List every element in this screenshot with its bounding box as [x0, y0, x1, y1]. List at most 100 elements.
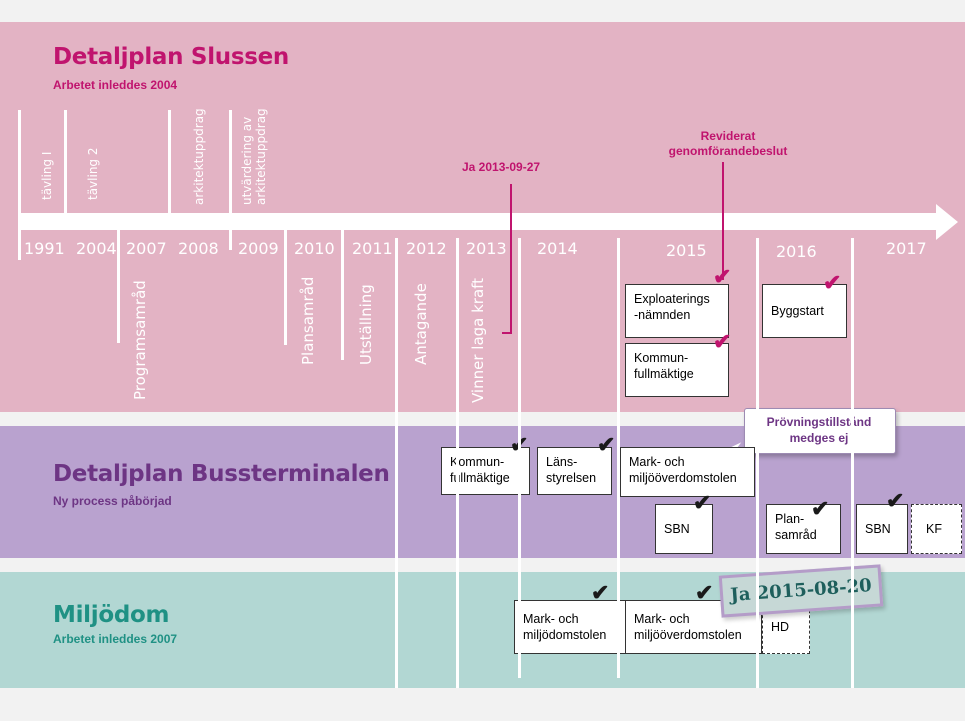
slussen-title: Detaljplan Slussen [53, 44, 289, 70]
stamp-ja-2015: Ja 2015-08-20 [718, 564, 884, 618]
slussen-panel: Detaljplan Slussen Arbetet inleddes 2004… [0, 22, 965, 412]
check-icon: ✔ [597, 432, 616, 457]
label-vinner-laga-kraft: Vinner laga kraft [469, 277, 487, 403]
year-1991: 1991 [24, 239, 65, 258]
box-plansamrad-buss: Plan- samråd [766, 504, 841, 554]
annotation-reviderat-line1: Reviderat [700, 129, 756, 143]
box-plan-line1: Plan- [775, 512, 805, 526]
label-utvardering-text: utvärdering av arkitektuppdrag [240, 108, 268, 205]
annotation-line-2013-h [502, 332, 512, 334]
upper-tick-2008 [168, 110, 171, 220]
callout-line1: Prövningstillstånd [766, 415, 872, 429]
box-hd-text: HD [771, 620, 790, 634]
check-icon: ✔ [823, 270, 842, 295]
timeline-arrowhead [936, 204, 958, 240]
year-2017: 2017 [886, 239, 927, 258]
lower-tick-2007 [117, 230, 120, 343]
bussterminalen-panel: Detaljplan Bussterminalen Ny process påb… [0, 408, 965, 558]
box-sbn-1: SBN [655, 504, 713, 554]
box-mark2-line1: Mark- och [634, 612, 690, 626]
label-antagande: Antagande [412, 283, 430, 365]
box-lans-line2: styrelsen [546, 471, 597, 485]
separator-2 [0, 558, 965, 572]
bussterminalen-subtitle: Ny process påbörjad [53, 494, 172, 508]
lower-tick-2011 [341, 230, 344, 360]
miljodom-title: Miljödom [53, 602, 170, 628]
label-utvardering: utvärdering av arkitektuppdrag [240, 95, 268, 205]
upper-tick-2009 [229, 110, 232, 220]
label-tavling-2: tävling 2 [86, 147, 100, 201]
year-2008: 2008 [178, 239, 219, 258]
box-sbn-2: SBN [856, 504, 908, 554]
stamp-text: Ja 2015-08-20 [729, 575, 873, 606]
miljodom-panel: Miljödom Arbetet inleddes 2007 Mark- och… [0, 564, 965, 688]
annotation-reviderat: Reviderat genomförandebeslut [648, 129, 808, 159]
box-byggstart: Byggstart [762, 284, 847, 338]
box-exploatering-line2: -nämnden [634, 308, 691, 322]
year-2014: 2014 [537, 239, 578, 258]
box-kf-text: KF [926, 522, 942, 536]
column-line-2014 [518, 238, 521, 678]
box-plan-line2: samråd [775, 528, 817, 542]
callout-provningstillstand [744, 408, 896, 454]
year-2012: 2012 [406, 239, 447, 258]
callout-text: Prövningstillstånd medges ej [744, 414, 894, 446]
upper-tick-2004 [64, 110, 67, 220]
box-kommun-buss-line1: Kommun- [450, 455, 505, 469]
miljodom-subtitle: Arbetet inleddes 2007 [53, 632, 178, 646]
annotation-line-2013-v [510, 184, 512, 334]
lower-tick-2010 [284, 230, 287, 345]
year-2004: 2004 [76, 239, 117, 258]
top-margin [0, 0, 965, 22]
box-mark-buss-line1: Mark- och [629, 455, 685, 469]
box-exploateringsnamnden: Exploaterings -nämnden [625, 284, 729, 338]
lower-tick-2009 [229, 230, 232, 250]
box-kommunfullmaktige-buss: Kommun- fullmäktige [441, 447, 530, 495]
year-2011: 2011 [352, 239, 393, 258]
box-mark-miljodomstolen: Mark- och miljödomstolen [514, 600, 627, 654]
box-lansstyrelsen: Läns- styrelsen [537, 447, 612, 495]
label-programsamrad: Programsamråd [131, 280, 149, 400]
box-kommunfullmaktige-slussen: Kommun- fullmäktige [625, 343, 729, 397]
column-line-2015 [617, 238, 620, 678]
slussen-subtitle: Arbetet inleddes 2004 [53, 78, 178, 92]
box-byggstart-text: Byggstart [771, 304, 824, 318]
callout-line2: medges ej [789, 431, 849, 445]
box-lans-line1: Läns- [546, 455, 578, 469]
label-tavling-1: tävling I [40, 151, 54, 200]
check-icon: ✔ [886, 488, 905, 513]
check-icon: ✔ [693, 490, 712, 515]
column-line-2016 [756, 238, 759, 688]
year-2009: 2009 [238, 239, 279, 258]
box-sbn-1-text: SBN [664, 522, 690, 536]
box-mark1-line2: miljödomstolen [523, 628, 607, 642]
box-mark1-line1: Mark- och [523, 612, 579, 626]
label-arkitektuppdrag: arkitektuppdrag [192, 108, 206, 205]
column-line-2017 [851, 238, 854, 688]
check-icon: ✔ [713, 264, 732, 289]
box-kf: KF [911, 504, 962, 554]
year-2010: 2010 [294, 239, 335, 258]
label-plansamrad: Plansamråd [299, 276, 317, 365]
column-line-2012 [395, 238, 398, 688]
check-icon: ✔ [695, 580, 714, 605]
box-kommun-line2: fullmäktige [634, 367, 694, 381]
label-utstallning: Utställning [357, 284, 375, 365]
check-icon: ✔ [591, 580, 610, 605]
box-exploatering-line1: Exploaterings [634, 292, 710, 306]
check-icon: ✔ [811, 496, 830, 521]
year-2016: 2016 [776, 242, 817, 261]
separator-1 [0, 412, 965, 426]
bussterminalen-title: Detaljplan Bussterminalen [53, 461, 390, 487]
annotation-reviderat-line2: genomförandebeslut [668, 144, 788, 158]
box-sbn-2-text: SBN [865, 522, 891, 536]
box-kommun-buss-line2: fullmäktige [450, 471, 510, 485]
upper-tick-1991 [18, 110, 21, 260]
annotation-line-2015 [722, 162, 724, 280]
box-kommun-line1: Kommun- [634, 351, 689, 365]
box-mark-buss-line2: miljööverdomstolen [629, 471, 737, 485]
box-mark-miljooverdomstolen-buss: Mark- och miljööverdomstolen [620, 447, 755, 497]
year-2015: 2015 [666, 241, 707, 260]
timeline-arrow [18, 213, 938, 230]
year-2013: 2013 [466, 239, 507, 258]
